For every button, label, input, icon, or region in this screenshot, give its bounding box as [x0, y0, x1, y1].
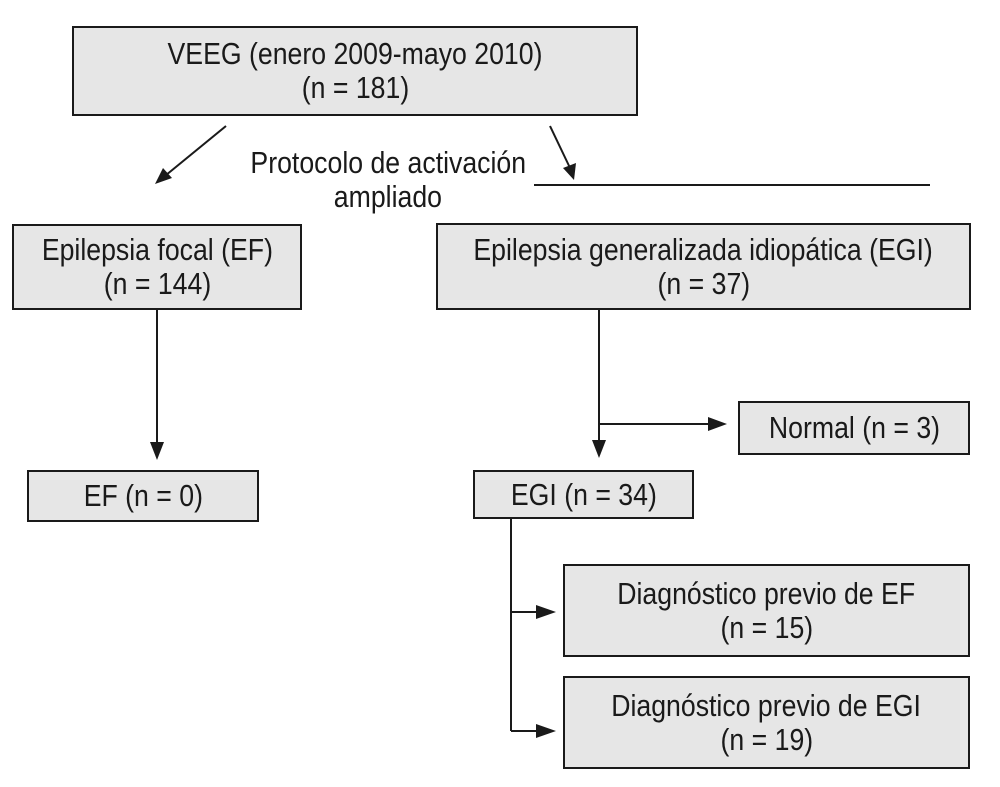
- ef-result-box: EF (n = 0): [27, 470, 259, 522]
- ef-result-label: EF (n = 0): [83, 478, 203, 513]
- focal-count: (n = 144): [103, 266, 211, 301]
- prev-ef-box: Diagnóstico previo de EF (n = 15): [563, 564, 970, 657]
- protocol-label-line2: ampliado: [333, 179, 443, 214]
- prev-egi-title: Diagnóstico previo de EGI: [611, 687, 922, 723]
- arrowhead-normal: [708, 417, 727, 431]
- arrowhead-generalized: [563, 163, 576, 180]
- egi-result-label: EGI (n = 34): [510, 476, 657, 512]
- root-title: VEEG (enero 2009-mayo 2010): [167, 36, 543, 71]
- arrowhead-ef: [150, 442, 164, 460]
- arrow-root-to-focal: [159, 125, 227, 181]
- root-box: VEEG (enero 2009-mayo 2010) (n = 181): [72, 26, 638, 116]
- protocol-label: Protocolo de activación ampliado: [228, 146, 548, 214]
- arrowhead-prev-egi: [536, 724, 556, 738]
- generalized-count: (n = 37): [657, 265, 750, 301]
- focal-box: Epilepsia focal (EF) (n = 144): [12, 224, 302, 310]
- focal-title: Epilepsia focal (EF): [41, 232, 273, 267]
- prev-ef-title: Diagnóstico previo de EF: [617, 575, 916, 611]
- prev-ef-count: (n = 15): [720, 609, 813, 645]
- protocol-label-line1: Protocolo de activación: [250, 145, 527, 180]
- egi-result-box: EGI (n = 34): [473, 470, 694, 519]
- root-count: (n = 181): [301, 70, 409, 105]
- arrowhead-focal: [155, 168, 172, 184]
- generalized-title: Epilepsia generalizada idiopática (EGI): [473, 231, 934, 267]
- normal-box: Normal (n = 3): [738, 401, 970, 455]
- arrow-root-to-generalized: [549, 125, 572, 171]
- arrowhead-prev-ef: [536, 605, 556, 619]
- arrowhead-egi: [592, 440, 606, 458]
- prev-egi-box: Diagnóstico previo de EGI (n = 19): [563, 676, 970, 769]
- generalized-box: Epilepsia generalizada idiopática (EGI) …: [436, 223, 971, 310]
- prev-egi-count: (n = 19): [720, 721, 813, 757]
- normal-label: Normal (n = 3): [768, 410, 940, 445]
